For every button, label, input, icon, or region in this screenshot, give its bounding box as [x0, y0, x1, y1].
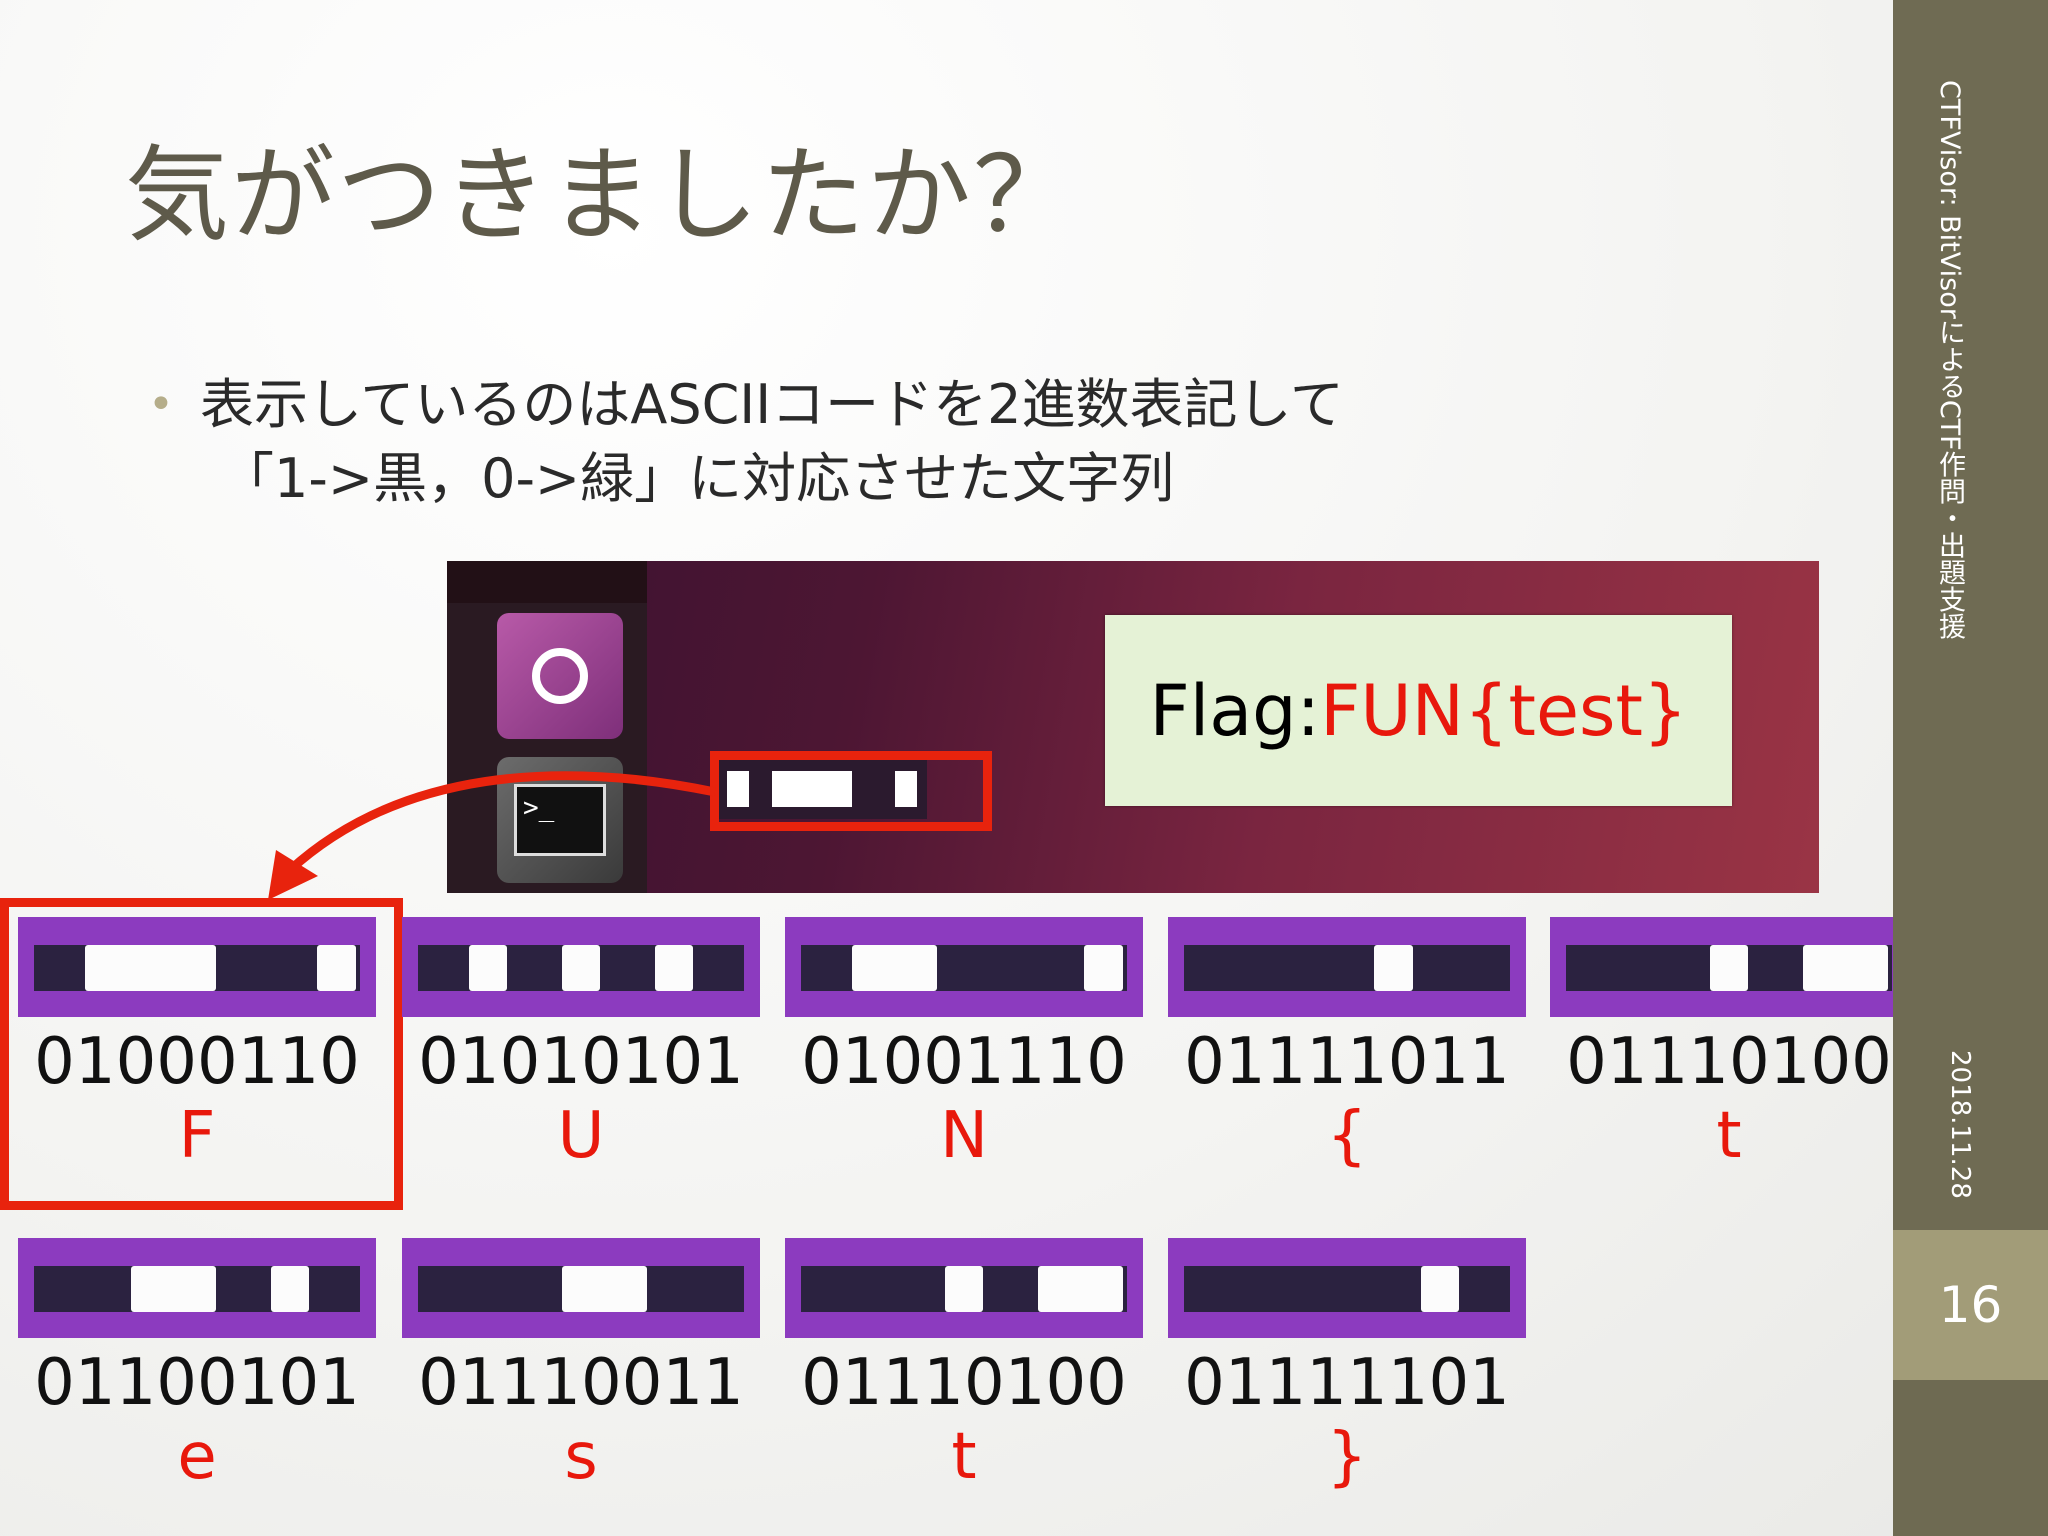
- bit-block: [1084, 945, 1123, 991]
- ascii-char: t: [1716, 1099, 1742, 1173]
- bit-bar: [785, 917, 1143, 1017]
- slide-title: 気がつきましたか？: [125, 134, 1080, 256]
- bit-bar: [785, 1238, 1143, 1338]
- bit-bar-track: [418, 945, 744, 991]
- bit-block: [1420, 1266, 1460, 1312]
- bit-block: [851, 945, 937, 991]
- flag-box: Flag: FUN{test}: [1105, 615, 1732, 806]
- bit-bar: [1550, 917, 1908, 1017]
- ascii-char: N: [940, 1099, 988, 1173]
- bit-bar-track: [34, 945, 360, 991]
- ascii-char: U: [557, 1099, 605, 1173]
- binary-value: 01111011: [1184, 1025, 1510, 1099]
- binary-value: 01110011: [418, 1346, 744, 1420]
- bit-block: [561, 945, 601, 991]
- bit-block: [561, 1266, 647, 1312]
- bit-bar-track: [801, 945, 1127, 991]
- bit-bar-track: [801, 1266, 1127, 1312]
- bullet-icon: •: [148, 379, 174, 430]
- ubuntu-logo-icon: [497, 613, 623, 739]
- ascii-char: t: [951, 1420, 977, 1494]
- bit-bar-track: [1566, 945, 1892, 991]
- binary-value: 01100101: [34, 1346, 360, 1420]
- bit-block: [944, 1266, 984, 1312]
- bullet-text-line1: 表示しているのはASCIIコードを2進数表記して: [200, 373, 1344, 436]
- bullet-point: • 表示しているのはASCIIコードを2進数表記して 「1->黒，0->緑」に対…: [148, 368, 1344, 516]
- bullet-text-line2: 「1->黒，0->緑」に対応させた文字列: [220, 447, 1175, 510]
- bit-cell: [772, 771, 852, 807]
- bit-block: [1709, 945, 1749, 991]
- flag-value: FUN{test}: [1320, 669, 1688, 752]
- ascii-char: }: [1326, 1420, 1368, 1494]
- bit-cell: [895, 771, 917, 807]
- terminal-prompt: >_: [514, 784, 606, 856]
- bit-bar: [18, 1238, 376, 1338]
- ascii-char: F: [178, 1099, 216, 1173]
- binary-value: 01000110: [34, 1025, 360, 1099]
- page-number: 16: [1893, 1230, 2048, 1380]
- binary-value: 01010101: [418, 1025, 744, 1099]
- bit-block: [84, 945, 217, 991]
- bit-bar-track: [1184, 945, 1510, 991]
- binary-value: 01110100: [801, 1346, 1127, 1420]
- bit-bar-track: [34, 1266, 360, 1312]
- binary-value: 01111101: [1184, 1346, 1510, 1420]
- ascii-char: e: [177, 1420, 217, 1494]
- bit-block: [468, 945, 508, 991]
- flag-label: Flag:: [1149, 669, 1321, 752]
- bit-block: [1037, 1266, 1123, 1312]
- sidebar-top: [1893, 0, 2048, 1230]
- bit-block: [1802, 945, 1888, 991]
- binary-value: 01001110: [801, 1025, 1127, 1099]
- ascii-char: {: [1326, 1099, 1368, 1173]
- bit-bar: [18, 917, 376, 1017]
- ascii-char: s: [564, 1420, 598, 1494]
- bit-bar: [1168, 917, 1526, 1017]
- bit-bar: [402, 917, 760, 1017]
- deck-title: CTFVisor: BitVisorによるCTF作問・出題支援: [1934, 80, 1965, 640]
- highlight-box-F: [0, 898, 403, 1210]
- bit-cell: [727, 771, 749, 807]
- bit-block: [654, 945, 694, 991]
- bit-block: [317, 945, 356, 991]
- launcher-header: [447, 561, 647, 603]
- bit-bar-track: [1184, 1266, 1510, 1312]
- bit-block: [270, 1266, 310, 1312]
- code-label: 01111101}: [1162, 1346, 1532, 1494]
- bit-block: [1374, 945, 1413, 991]
- bit-block: [131, 1266, 217, 1312]
- bit-bar: [1168, 1238, 1526, 1338]
- code-label: 01111011{: [1162, 1025, 1532, 1173]
- bit-bar-track: [418, 1266, 744, 1312]
- launcher: >_: [447, 561, 647, 893]
- sidebar: 16: [1893, 0, 2048, 1536]
- ubuntu-ring: [532, 648, 588, 704]
- binary-value: 01110100: [1566, 1025, 1892, 1099]
- screenshot-bit-bar: [717, 759, 927, 819]
- bit-bar: [402, 1238, 760, 1338]
- deck-date: 2018.11.28: [1945, 1050, 1975, 1199]
